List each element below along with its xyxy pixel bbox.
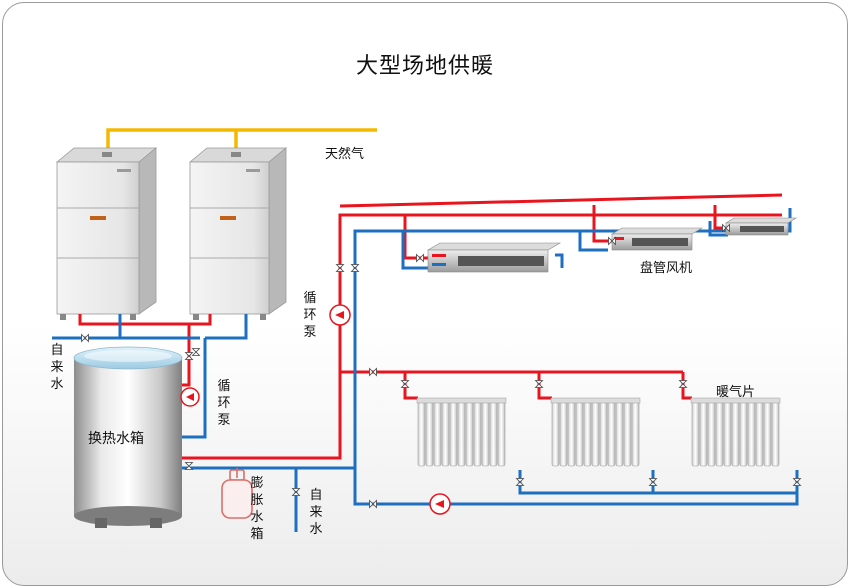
valve-icon <box>81 333 89 343</box>
radiator-header <box>416 397 507 404</box>
radiator-fin <box>551 399 560 467</box>
valve-icon <box>534 380 544 388</box>
valve-icon <box>416 253 424 263</box>
radiator-fin <box>473 399 482 467</box>
valve-icon <box>184 352 194 360</box>
heat-exchange-tank-label: 换热水箱 <box>88 431 144 447</box>
radiator-fin <box>497 399 506 467</box>
radiator-fin <box>583 399 592 467</box>
valve-icon <box>335 264 345 272</box>
radiator-3 <box>690 397 781 467</box>
valve-icon <box>678 380 688 388</box>
radiator-fin <box>715 399 724 467</box>
radiator-fin <box>691 399 700 467</box>
radiator-fin <box>723 399 732 467</box>
diagram-title: 大型场地供暖 <box>355 54 494 79</box>
circulation-pump-upper <box>329 304 351 326</box>
radiator-fin <box>465 399 474 467</box>
fan-coil-1 <box>426 242 562 273</box>
valve-icon <box>350 264 360 272</box>
radiator-fin <box>607 399 616 467</box>
radiator-2 <box>550 397 641 467</box>
circulation-pump-upper-label: 循环泵 <box>303 291 317 340</box>
valve-icon <box>648 478 658 486</box>
radiator-fin <box>425 399 434 467</box>
radiator-fin <box>763 399 772 467</box>
valve-icon <box>400 380 410 388</box>
heat-exchange-tank <box>73 346 183 528</box>
tap-water-left-label: 自来水 <box>50 343 64 392</box>
valve-icon <box>792 478 802 486</box>
radiator-fin <box>707 399 716 467</box>
radiator-fin <box>755 399 764 467</box>
radiator-fin <box>699 399 708 467</box>
valve-icon <box>369 499 377 509</box>
hot-supply-main <box>339 193 783 208</box>
boiler-left <box>55 147 158 320</box>
boiler-right <box>188 147 288 320</box>
fan-coil-2 <box>610 227 704 251</box>
radiator-fin <box>449 399 458 467</box>
valve-icon <box>722 223 730 233</box>
radiator-fin <box>739 399 748 467</box>
radiator-fin <box>457 399 466 467</box>
radiator-fin <box>567 399 576 467</box>
circulation-pump-tank <box>180 387 200 407</box>
radiator-header <box>550 397 641 404</box>
expansion-tank-label: 膨胀水箱 <box>250 476 264 542</box>
expansion-tank <box>221 468 253 519</box>
natural-gas-label: 天然气 <box>325 147 365 162</box>
radiator-fin <box>433 399 442 467</box>
radiator-label: 暖气片 <box>716 385 756 400</box>
radiator-fin <box>623 399 632 467</box>
valve-icon <box>515 478 525 486</box>
valve-icon <box>191 348 201 356</box>
radiator-fin <box>591 399 600 467</box>
radiator-1 <box>416 397 507 467</box>
valve-icon <box>608 236 616 246</box>
valve-icon <box>184 462 194 470</box>
fan-coil-3 <box>724 217 798 236</box>
radiator-header <box>690 397 781 404</box>
tap-water-bottom-label: 自来水 <box>309 488 323 537</box>
valves <box>81 223 802 509</box>
radiator-fin <box>615 399 624 467</box>
cold-water-pipes <box>52 208 799 532</box>
radiator-fin <box>441 399 450 467</box>
radiator-fin <box>631 399 640 467</box>
circulation-pump-lower-label: 循环泵 <box>217 379 231 428</box>
radiator-fin <box>559 399 568 467</box>
radiator-fin <box>771 399 780 467</box>
circulation-pump-return <box>429 493 451 515</box>
radiator-fin <box>747 399 756 467</box>
valve-icon <box>369 367 377 377</box>
radiator-fin <box>575 399 584 467</box>
fan-coil-label: 盘管风机 <box>640 261 693 276</box>
radiator-fin <box>417 399 426 467</box>
radiator-fin <box>489 399 498 467</box>
radiator-fin <box>599 399 608 467</box>
valve-icon <box>291 488 301 496</box>
radiator-fin <box>731 399 740 467</box>
radiator-fin <box>481 399 490 467</box>
